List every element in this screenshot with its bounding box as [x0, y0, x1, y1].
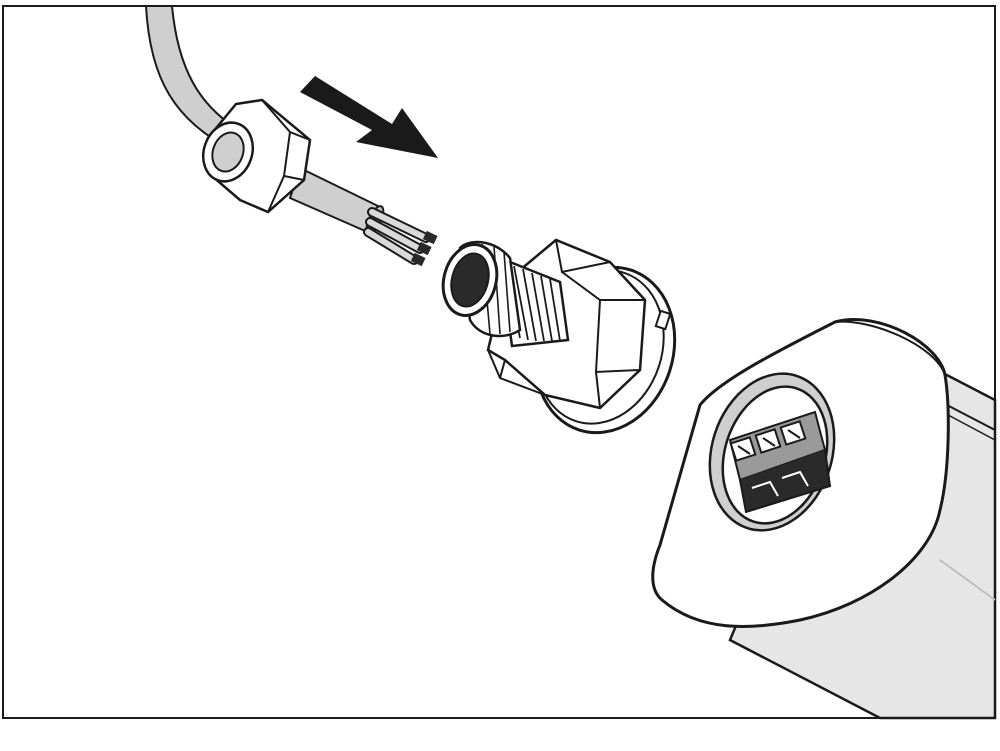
cable-conductors	[363, 207, 438, 267]
cable-gland	[441, 238, 677, 435]
luminaire-housing	[651, 318, 997, 720]
terminal-block	[728, 410, 832, 514]
nut-bore	[211, 131, 245, 173]
sealing-nut	[201, 98, 312, 214]
direction-arrow-icon	[300, 76, 438, 158]
